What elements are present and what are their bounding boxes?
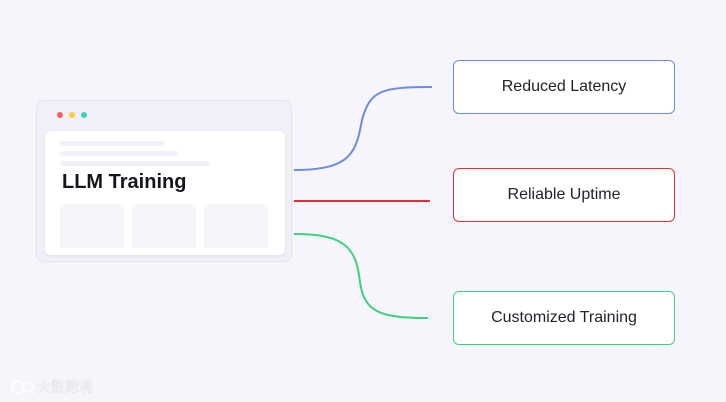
skeleton-line <box>60 141 164 146</box>
skeleton-line <box>60 151 178 156</box>
connector-line-customized-training <box>293 233 429 319</box>
browser-window: LLM Training <box>36 100 292 262</box>
watermark-logo-icon <box>9 380 34 394</box>
content-tile <box>132 204 196 248</box>
node-reliable-uptime: Reliable Uptime <box>453 168 675 222</box>
skeleton-line <box>60 161 210 166</box>
node-reduced-latency: Reduced Latency <box>453 60 675 114</box>
content-tile <box>60 204 124 248</box>
window-close-dot <box>57 112 63 118</box>
window-maximize-dot <box>81 112 87 118</box>
window-content: LLM Training <box>45 131 285 255</box>
content-tile <box>204 204 268 248</box>
window-title: LLM Training <box>62 171 187 193</box>
watermark: 大数跨境 <box>9 380 93 396</box>
node-customized-training: Customized Training <box>453 291 675 345</box>
window-minimize-dot <box>69 112 75 118</box>
watermark-text: 大数跨境 <box>37 380 93 396</box>
connector-line-reduced-latency <box>293 86 433 171</box>
